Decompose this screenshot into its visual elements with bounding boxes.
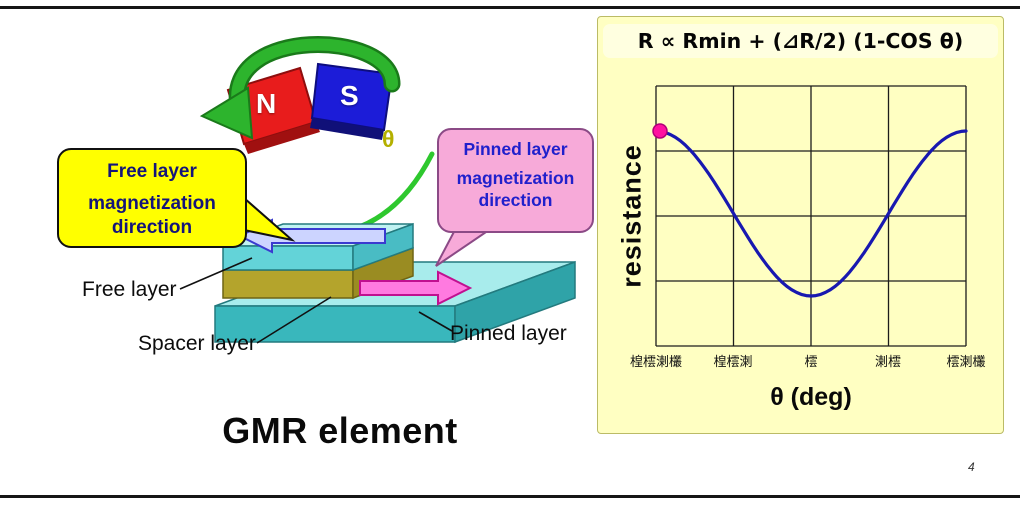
x-tick-4: 溂橒	[874, 354, 901, 369]
free-layer-label: Free layer	[82, 278, 177, 301]
x-tick-1: 楻橒溂欉	[629, 354, 682, 369]
free-callout-line2: magnetization	[88, 192, 216, 214]
pinned-layer-callout: Pinned layer magnetization direction	[437, 128, 594, 233]
x-tick-2: 楻橒溂	[713, 354, 753, 369]
x-tick-5: 橒溂欉	[946, 354, 986, 369]
theta-arc	[295, 151, 435, 238]
free-layer-slab	[222, 222, 414, 272]
page-marker: 4	[968, 460, 975, 474]
resistance-graph-panel: R ∝ Rmin + (⊿R/2) (1-COS θ) resistance 楻…	[597, 16, 1004, 434]
magnet-south-pole-side	[310, 118, 384, 140]
magnet-north-pole-side	[244, 122, 320, 154]
theta-symbol: θ	[382, 126, 395, 152]
y-axis-label: resistance	[616, 144, 647, 288]
free-callout-line3: direction	[111, 216, 193, 238]
horseshoe-magnet	[226, 62, 394, 154]
free-layer-leader-line	[179, 257, 253, 290]
x-tick-3: 橒	[804, 354, 818, 369]
pinned-callout-line2: magnetization	[456, 167, 575, 188]
magnet-n-label: N	[256, 88, 277, 119]
pinned-magnetization-arrow	[359, 270, 473, 306]
free-callout-line1: Free layer	[107, 161, 197, 182]
x-axis-label: θ (deg)	[770, 383, 852, 411]
spacer-layer-leader-line	[256, 296, 332, 344]
pinned-callout-line3: direction	[478, 189, 553, 210]
spacer-layer-label: Spacer layer	[138, 332, 256, 355]
page-title: GMR element	[222, 410, 458, 451]
pinned-layer-leader-line	[418, 311, 453, 332]
pinned-layer-label: Pinned layer	[450, 322, 567, 345]
pinned-callout-tail	[435, 227, 496, 267]
free-layer-callout: Free layer magnetization direction	[57, 148, 247, 248]
spacer-layer-slab	[222, 246, 414, 300]
free-magnetization-arrow	[237, 218, 386, 254]
rotation-arrowhead	[199, 86, 254, 140]
rotation-arrow	[199, 36, 401, 140]
resistance-chart-svg	[652, 85, 968, 347]
free-callout-tail	[243, 195, 296, 242]
magnet-s-label: S	[340, 80, 359, 111]
resistance-formula: R ∝ Rmin + (⊿R/2) (1-COS θ)	[603, 24, 998, 58]
pinned-callout-line1: Pinned layer	[463, 139, 568, 159]
